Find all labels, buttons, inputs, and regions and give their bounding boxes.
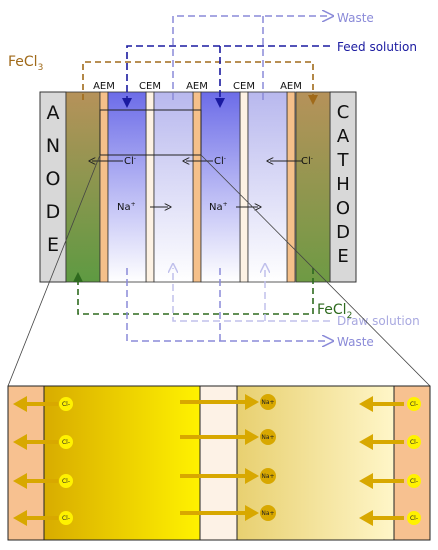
svg-text:Cl-: Cl- [410,515,418,522]
svg-text:T: T [337,150,350,171]
detail-chloride-ions-left: Cl- Cl- Cl- Cl- [59,397,73,525]
svg-text:Na+: Na+ [261,510,274,517]
detail-sodium-ions: Na+ Na+ Na+ Na+ [260,394,276,521]
svg-text:Cl-: Cl- [410,478,418,485]
anolyte-compartment [65,91,101,283]
feed-compartment-1 [107,91,147,283]
detail-chloride-arrows-right [359,396,404,526]
svg-text:D: D [46,201,61,223]
cem-membrane-1 [145,91,155,283]
zoom-connector-right [200,154,431,387]
catholyte-compartment [295,91,331,283]
draw-solution-label: Draw solution [337,314,420,328]
feed-solution-line [122,45,330,108]
svg-text:Na+: Na+ [261,434,274,441]
sodium-ion-label-1: Na+ [117,201,136,213]
draw-compartment-2 [247,91,288,283]
svg-text:Cl-: Cl- [410,439,418,446]
waste-top-label: Waste [337,11,374,25]
draw-solution-line [173,268,330,322]
waste-bottom-label: Waste [337,335,374,349]
svg-text:O: O [46,168,61,190]
sodium-ion-label-2: Na+ [209,201,228,213]
fecl3-inlet-loop [82,61,318,105]
zoom-region-box [99,109,202,156]
feed-solution-label: Feed solution [337,40,417,54]
waste-bottom-line [126,268,328,341]
fecl2-label: FeCl2 [317,302,352,321]
chloride-ion-label-3: Cl- [301,155,313,167]
detail-chloride-ions-right: Cl- Cl- Cl- Cl- [407,397,421,525]
aem-membrane-3 [286,91,296,283]
waste-top-line [172,16,328,100]
svg-text:Na+: Na+ [261,473,274,480]
electrodialysis-stack: A N O D E C A T H O D E AEM CEM AEM CEM … [8,11,420,349]
aem-membrane-1 [99,91,109,283]
svg-text:H: H [336,174,350,195]
chloride-ion-label-2: Cl- [214,155,226,167]
svg-text:Na+: Na+ [261,399,274,406]
zoom-detail-panel: Cl- Cl- Cl- Cl- Cl- Cl- Cl- Cl- [7,385,431,541]
cathode-electrode [329,91,357,283]
chloride-ion-label-1: Cl- [124,155,136,167]
detail-cem [199,385,238,541]
svg-text:O: O [336,198,350,219]
feed-compartment-2 [200,91,241,283]
fecl2-outlet-loop [73,268,314,315]
detail-chloride-arrows-left [12,396,58,526]
svg-text:N: N [46,135,60,157]
aem-membrane-2 [192,91,202,283]
svg-text:Cl-: Cl- [62,478,70,485]
anode-label: A N O D E [46,102,61,256]
svg-text:Cl-: Cl- [62,401,70,408]
draw-compartment-1 [153,91,194,283]
svg-text:Cl-: Cl- [62,439,70,446]
svg-text:E: E [47,234,59,256]
zoom-connector-left [7,154,101,387]
membrane-label-cem-2: CEM [233,81,255,92]
fecl3-label: FeCl3 [8,54,43,73]
membrane-label-cem-1: CEM [139,81,161,92]
membrane-label-aem-2: AEM [186,81,208,92]
membrane-label-aem-3: AEM [280,81,302,92]
svg-text:E: E [337,246,348,267]
ion-flux-arrows [92,161,302,207]
svg-text:A: A [47,102,60,124]
svg-text:C: C [337,102,350,123]
cem-membrane-2 [239,91,249,283]
svg-text:A: A [337,126,350,147]
cathode-label: C A T H O D E [336,102,350,267]
membrane-label-aem-1: AEM [93,81,115,92]
svg-text:D: D [336,222,350,243]
detail-sodium-arrows [180,394,259,521]
svg-text:Cl-: Cl- [62,515,70,522]
svg-text:Cl-: Cl- [410,401,418,408]
